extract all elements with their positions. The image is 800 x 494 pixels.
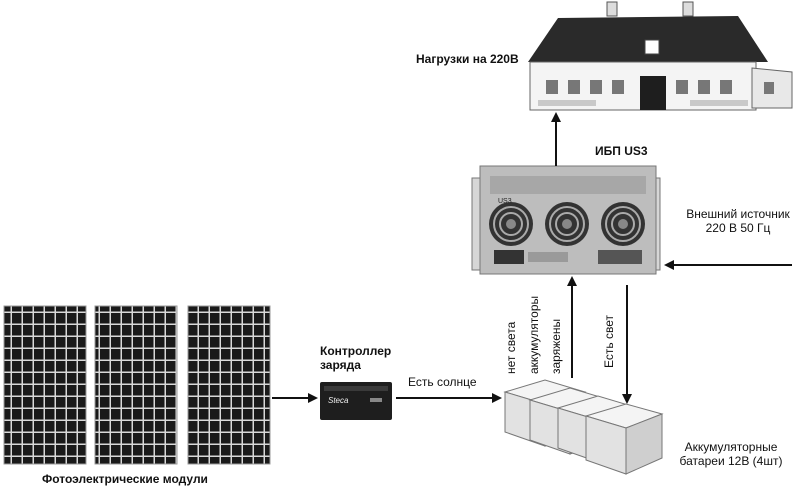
batteries-charged-line2: заряжены <box>549 318 563 374</box>
solar-panel-3 <box>187 305 271 465</box>
no-power-label: нет света <box>504 321 518 374</box>
controller-line1: Контроллер <box>320 344 392 358</box>
batteries-line2: батареи 12В (4шт) <box>679 454 783 468</box>
external-source-line2: 220 В 50 Гц <box>705 221 771 235</box>
ups-fan-3 <box>601 202 645 246</box>
controller-brand-text: Steca <box>328 396 349 405</box>
external-source-label: Внешний источник 220 В 50 Гц <box>682 207 794 235</box>
batteries-charged-line1: аккумуляторы <box>527 295 541 374</box>
solar-panel-2 <box>94 305 178 465</box>
sun-present-label: Есть солнце <box>408 375 477 389</box>
ups-model-text: US3 <box>498 198 512 205</box>
ups-label: ИБП US3 <box>595 144 648 158</box>
solar-panels <box>3 305 271 465</box>
controller-label: Контроллер заряда <box>320 344 391 372</box>
external-source-line1: Внешний источник <box>686 207 790 221</box>
ups-fan-1 <box>489 202 533 246</box>
ups-unit: US3 <box>471 165 661 275</box>
batteries <box>503 379 664 475</box>
ups-fan-2 <box>545 202 589 246</box>
charge-controller: Steca <box>320 382 392 420</box>
loads-label: Нагрузки на 220В <box>416 52 519 66</box>
solar-panel-1 <box>3 305 87 465</box>
battery-4 <box>584 403 664 475</box>
batteries-label: Аккумуляторные батареи 12В (4шт) <box>668 440 794 468</box>
batteries-line1: Аккумуляторные <box>684 440 778 454</box>
controller-line2: заряда <box>320 358 361 372</box>
pv-modules-label: Фотоэлектрические модули <box>42 472 208 486</box>
house <box>528 1 793 111</box>
power-present-label: Есть свет <box>602 315 616 368</box>
